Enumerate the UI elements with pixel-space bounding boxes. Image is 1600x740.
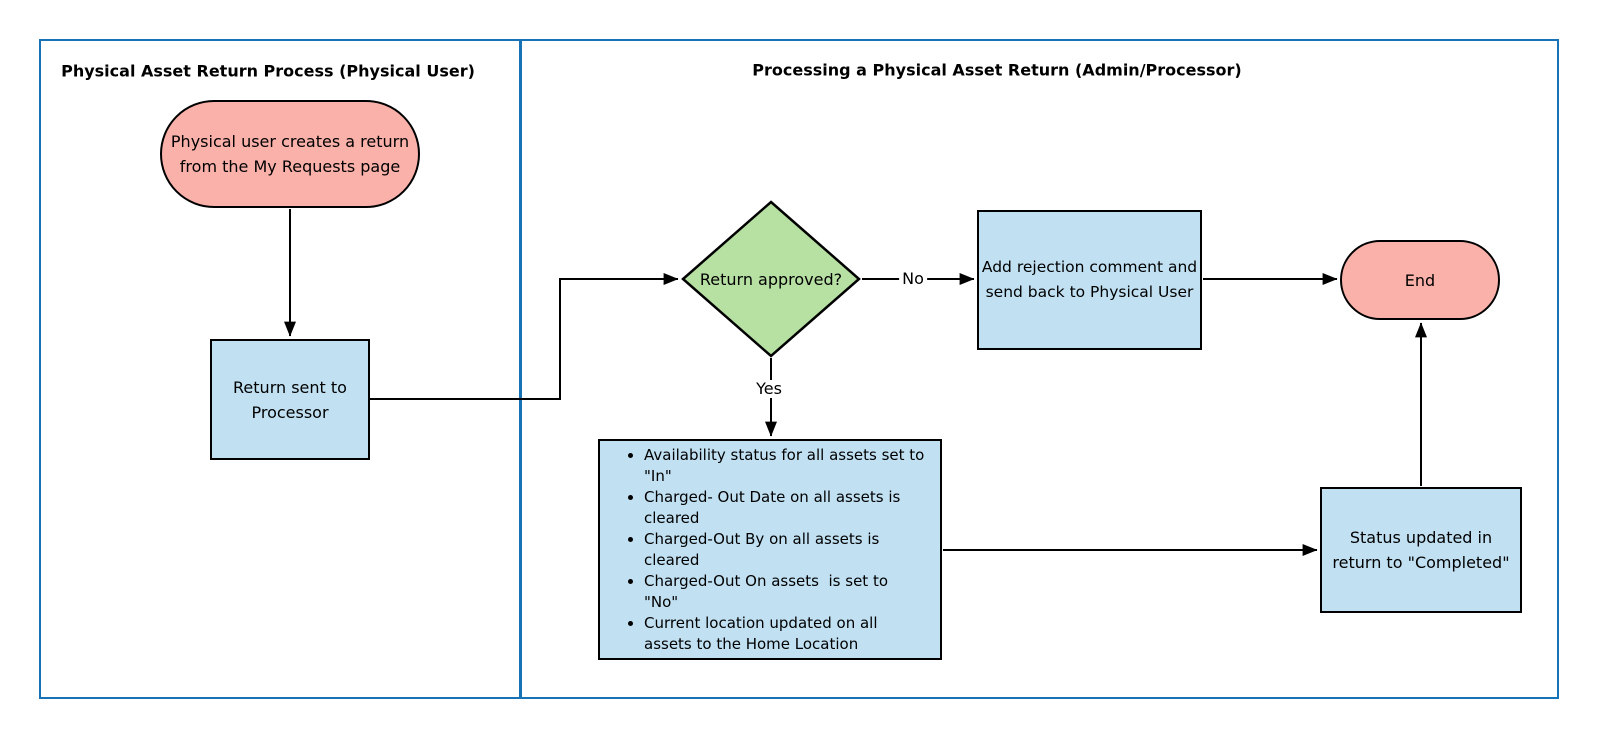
node-start-label: Physical user creates a return from the … — [170, 132, 410, 176]
node-end-label: End — [1404, 270, 1436, 290]
node-start-terminator: Physical user creates a return from the … — [160, 100, 420, 208]
lane-title-admin-processor: Processing a Physical Asset Return (Admi… — [752, 60, 1242, 80]
node-rejection-comment: Add rejection comment and send back to P… — [977, 210, 1202, 350]
node-return-sent: Return sent to Processor — [210, 339, 370, 460]
node-rejection-label: Add rejection comment and send back to P… — [981, 258, 1198, 301]
decision-diamond-shape — [681, 200, 861, 358]
list-item: Availability status for all assets set t… — [644, 445, 939, 487]
lane-title-physical-user: Physical Asset Return Process (Physical … — [61, 61, 475, 81]
list-item: Current location updated on all assets t… — [644, 613, 894, 655]
edge-label-no: No — [899, 270, 927, 288]
swimlane-divider — [519, 39, 522, 699]
list-item: Charged- Out Date on all assets is clear… — [644, 487, 939, 529]
swimlane-frame — [39, 39, 1559, 699]
node-approved-actions: Availability status for all assets set t… — [598, 439, 942, 660]
node-status-updated-label: Status updated in return to "Completed" — [1332, 528, 1510, 572]
list-item: Charged-Out By on all assets is cleared — [644, 529, 924, 571]
list-item: Charged-Out On assets is set to "No" — [644, 571, 914, 613]
approved-actions-list: Availability status for all assets set t… — [600, 445, 939, 655]
node-status-updated: Status updated in return to "Completed" — [1320, 487, 1522, 613]
node-end-terminator: End — [1340, 240, 1500, 320]
node-decision-label: Return approved? — [699, 269, 843, 289]
edge-label-yes: Yes — [753, 380, 785, 398]
node-return-sent-label: Return sent to Processor — [233, 377, 347, 422]
node-decision-return-approved: Return approved? — [681, 200, 861, 358]
